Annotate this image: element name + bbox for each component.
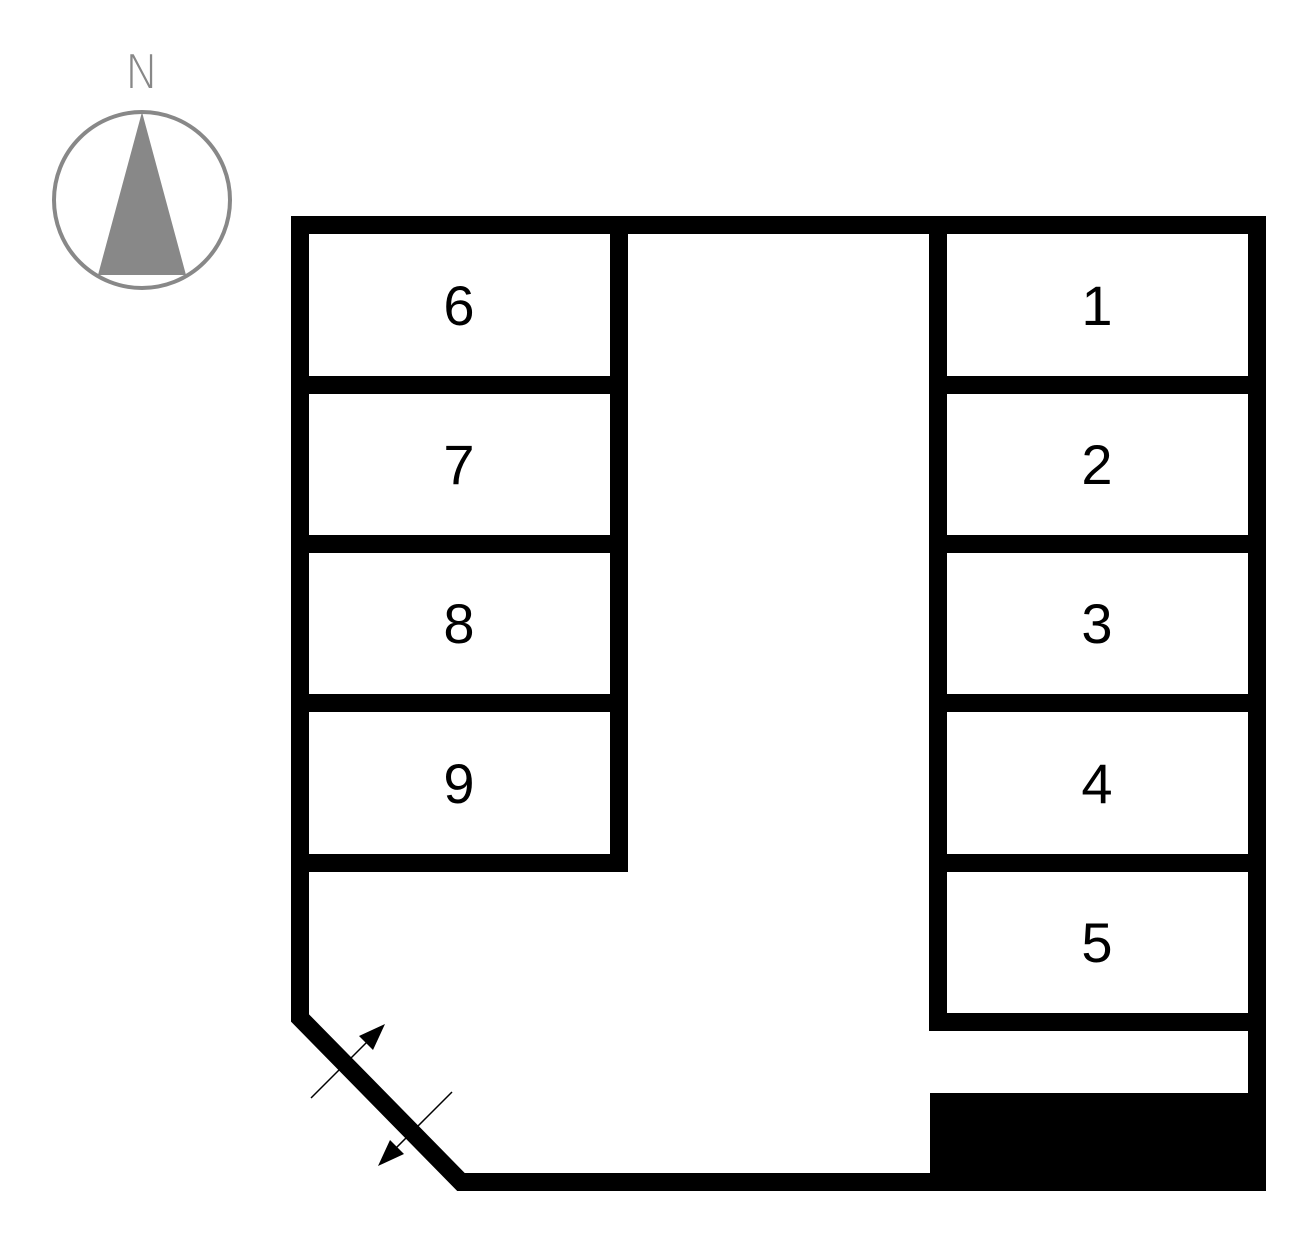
stall-number: 7 xyxy=(443,433,474,496)
parking-stall xyxy=(291,694,628,872)
stall-number: 2 xyxy=(1081,433,1112,496)
stall-number: 8 xyxy=(443,592,474,655)
stall-number: 3 xyxy=(1081,592,1112,655)
entry-arrow-icon xyxy=(310,1024,385,1099)
north-arrow-icon xyxy=(98,112,186,275)
stall-number: 9 xyxy=(443,752,474,815)
north-label: N xyxy=(125,45,159,99)
stall-number: 4 xyxy=(1081,752,1112,815)
stall-number: 1 xyxy=(1081,274,1112,337)
stall-number: 6 xyxy=(443,274,474,337)
exit-arrow-icon xyxy=(378,1091,453,1166)
right-stall-block xyxy=(929,216,1266,1031)
left-stall-block xyxy=(291,216,628,872)
entrance-arrows xyxy=(310,1024,453,1166)
parking-stall xyxy=(929,854,1266,1031)
stall-number: 5 xyxy=(1081,911,1112,974)
reserved-area xyxy=(930,1093,1266,1191)
north-compass: N xyxy=(52,45,232,290)
